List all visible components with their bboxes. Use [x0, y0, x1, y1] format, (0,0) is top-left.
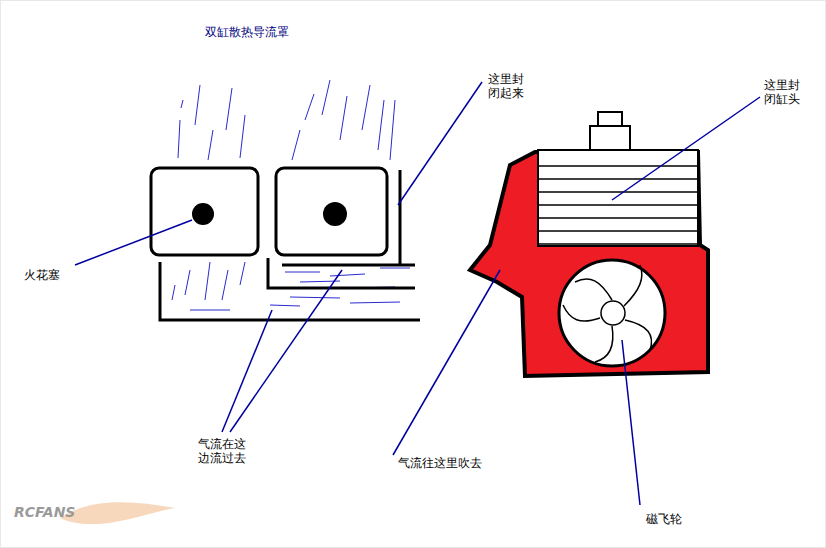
watermark: RCFANS — [14, 505, 75, 519]
callout-label: 这里封闭缸头 — [764, 78, 804, 106]
cylinders — [151, 168, 387, 255]
flywheel-blades — [563, 265, 652, 362]
leader-lines — [75, 82, 760, 505]
callout-label: 气流在这边流过去 — [198, 437, 250, 465]
diagram-title: 双缸散热导流罩 — [205, 25, 289, 39]
callout-label: 磁飞轮 — [646, 512, 682, 526]
cooling-fins — [538, 166, 698, 244]
callout-label: 气流往这里吹去 — [398, 456, 482, 470]
callout-label: 这里封闭起来 — [488, 72, 528, 100]
callout-label: 火花塞 — [24, 268, 60, 282]
flywheel — [559, 260, 665, 366]
watermark-flame — [60, 502, 175, 524]
spark-plug — [323, 202, 347, 226]
cylinder-head — [538, 150, 698, 246]
flywheel-hub — [601, 301, 625, 325]
duct-walls — [160, 170, 420, 320]
spark-plug — [590, 126, 630, 150]
spark-plug — [192, 203, 214, 225]
spark-plug-top — [598, 112, 622, 126]
